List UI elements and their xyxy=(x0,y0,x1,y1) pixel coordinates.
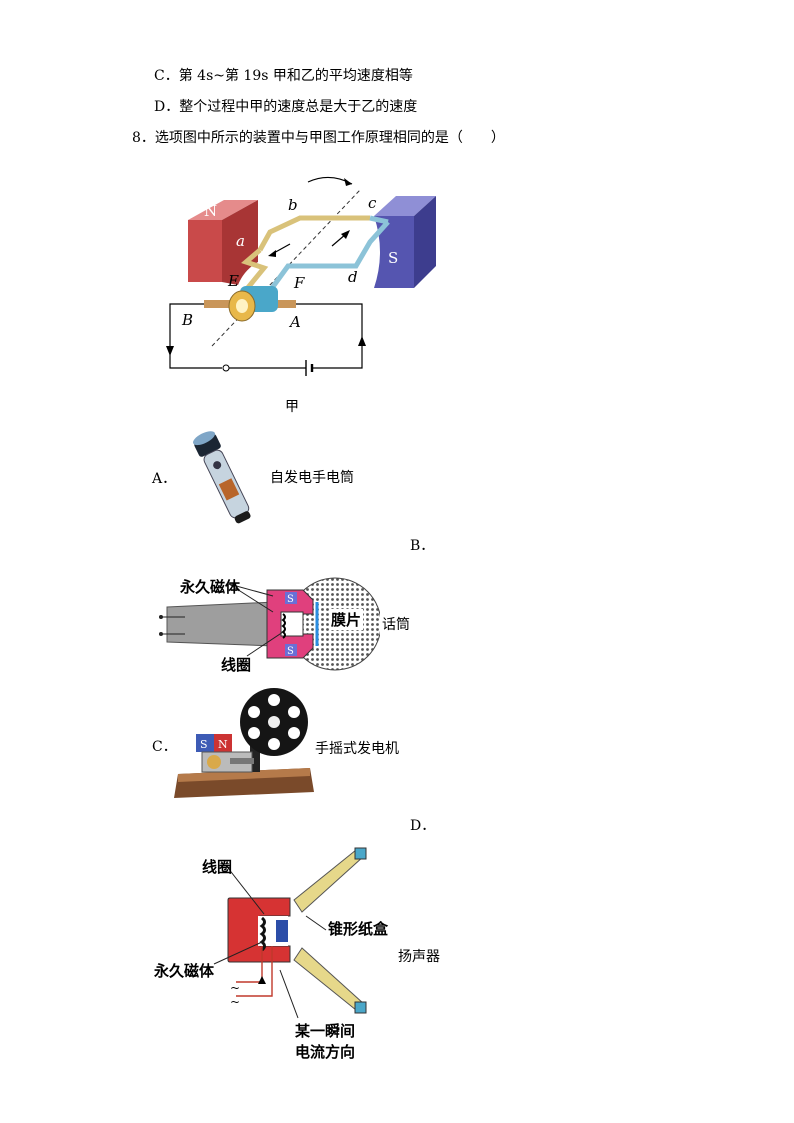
svg-text:S: S xyxy=(200,738,208,751)
option-b-letter: B． xyxy=(410,538,435,554)
label-n: N xyxy=(204,202,217,220)
speaker-cone-bottom xyxy=(293,947,365,1011)
coil-side-b xyxy=(257,215,370,252)
label-e: E xyxy=(227,272,239,290)
speaker-diagram: ~ ~ xyxy=(213,847,367,1019)
flashlight-coil xyxy=(218,478,240,501)
label-current-direction: 电流方向 xyxy=(295,1043,356,1061)
hand-generator-image: S N xyxy=(174,688,314,798)
label-a-brush: A xyxy=(288,313,301,331)
label-permanent-magnet-b: 永久磁体 xyxy=(180,578,241,596)
svg-text:N: N xyxy=(218,738,228,751)
label-coil-d: 线圈 xyxy=(202,858,233,876)
speaker-cone-top xyxy=(293,849,365,913)
current-arrow-2 xyxy=(341,230,350,239)
option-d-caption: 扬声器 xyxy=(398,949,440,965)
pole-s-bottom: S xyxy=(287,646,294,657)
ac-symbol-2: ~ xyxy=(230,995,240,1009)
generator-stand xyxy=(250,738,260,772)
circuit-left xyxy=(169,303,222,369)
cone-edge-bottom xyxy=(354,1001,367,1014)
label-cone: 锥形纸盒 xyxy=(328,920,389,938)
microphone-handle xyxy=(166,601,276,647)
label-f: F xyxy=(293,274,305,292)
label-permanent-magnet-d: 永久磁体 xyxy=(154,962,215,980)
option-d-letter: D． xyxy=(410,818,436,834)
label-diaphragm: 膜片 xyxy=(329,609,364,630)
option-d-previous: D．整个过程中甲的速度总是大于乙的速度 xyxy=(154,99,418,115)
n-magnet-front xyxy=(188,220,222,282)
label-c: c xyxy=(368,194,377,212)
flashlight-image xyxy=(193,431,251,524)
motor-diagram: N S a b c d E F B A xyxy=(166,176,436,376)
label-b-brush: B xyxy=(181,311,193,329)
option-a-caption: 自发电手电筒 xyxy=(270,470,354,486)
label-current-instant: 某一瞬间 xyxy=(295,1022,356,1040)
figure-caption-jia: 甲 xyxy=(285,399,299,415)
label-a: a xyxy=(236,232,245,250)
question-8-text: 8．选项图中所示的装置中与甲图工作原理相同的是（ ） xyxy=(132,130,505,146)
pole-s-top: S xyxy=(287,594,294,605)
cone-edge-top xyxy=(354,847,367,860)
option-b-caption: 话筒 xyxy=(382,617,410,633)
label-coil-b: 线圈 xyxy=(221,656,252,674)
circuit-right xyxy=(296,303,363,369)
coil-d xyxy=(259,916,266,952)
label-s: S xyxy=(388,249,398,267)
current-arrow-1 xyxy=(268,250,276,257)
option-a-letter: A． xyxy=(152,471,177,487)
switch-contact xyxy=(222,364,230,372)
coil-side-a xyxy=(241,248,269,292)
option-c-previous: C．第 4s~第 19s 甲和乙的平均速度相等 xyxy=(154,68,413,84)
s-magnet-top xyxy=(374,196,436,216)
magnet-pole-n xyxy=(214,734,232,752)
label-d: d xyxy=(348,268,358,286)
option-c-letter: C． xyxy=(152,739,177,755)
magnet-pole-s xyxy=(196,734,214,752)
coil-b xyxy=(281,613,286,639)
ac-symbol-1: ~ xyxy=(230,981,240,995)
option-c-caption: 手摇式发电机 xyxy=(315,741,399,757)
coil-side-d xyxy=(269,220,390,290)
s-magnet-front xyxy=(374,216,414,288)
flashlight-head xyxy=(194,433,221,457)
n-magnet-top xyxy=(188,200,258,220)
voice-coil-core xyxy=(276,920,288,942)
s-magnet-side xyxy=(414,196,436,288)
label-b: b xyxy=(288,196,298,214)
